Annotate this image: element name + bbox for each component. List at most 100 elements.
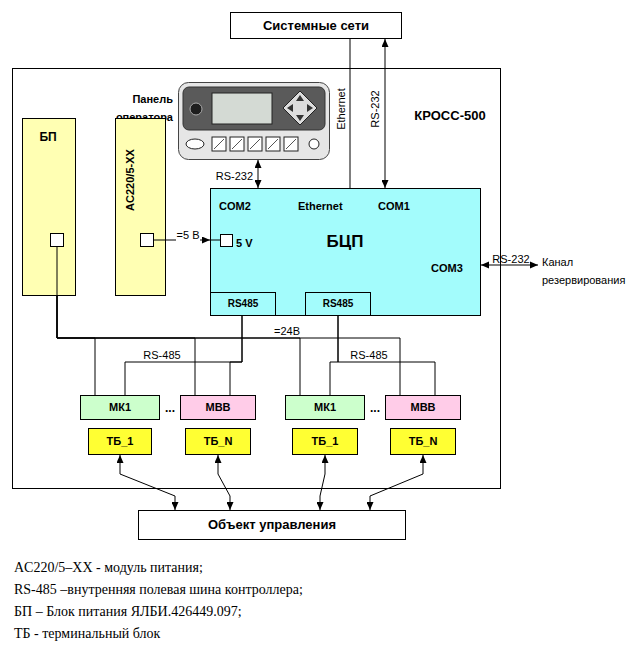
panel-key-marks <box>214 139 296 149</box>
label-slot: БП – Блок питания ЯЛБИ.426449.097; <box>14 602 614 620</box>
label-slot: ТБ - терминальный блок <box>14 624 614 642</box>
power-lead <box>57 247 58 296</box>
arrow-head <box>481 262 489 269</box>
box-label: МВВ <box>410 401 435 414</box>
terminal-block: ТБ_N <box>185 428 251 455</box>
connector-line <box>370 455 423 510</box>
connector-line <box>330 316 338 395</box>
connector-line <box>258 160 259 188</box>
edge-label-slot: =24В <box>272 321 302 339</box>
terminal-block: ТБ_1 <box>292 428 358 455</box>
rs485-port-box: RS485 <box>305 292 371 316</box>
channel-label: Канал резервирования <box>542 256 625 286</box>
box-label: МК1 <box>109 401 131 414</box>
connector-line <box>338 316 435 395</box>
terminal-block: ТБ_1 <box>88 428 152 455</box>
connector-line <box>385 39 386 188</box>
connector-line <box>57 296 95 395</box>
arrow-head <box>530 262 538 269</box>
connector-line <box>120 455 175 510</box>
text-slot: БЦП <box>300 232 390 252</box>
io-module-box: МВВ <box>180 395 256 420</box>
io-module-box: МК1 <box>285 395 365 420</box>
panel-key-round <box>309 139 319 149</box>
panel-bezel <box>183 87 325 130</box>
io-module-box: МК1 <box>80 395 160 420</box>
label-slot: RS-232 <box>486 249 536 267</box>
connector-line <box>320 455 325 510</box>
connector-line <box>125 316 242 395</box>
connector-line <box>57 296 195 395</box>
box-label: RS485 <box>228 298 259 310</box>
controller-enclosure: КРОСС-500 Панель оператораБП AC220/5-XX COM… <box>12 68 501 489</box>
text-slot: COM3 <box>431 258 463 276</box>
box-label: МК1 <box>314 401 336 414</box>
box-label: ТБ_1 <box>312 435 339 448</box>
text-slot: 5 V <box>236 233 253 251</box>
vertical-label: AC220/5-XX <box>124 149 137 211</box>
label-slot: ... <box>366 398 384 416</box>
box-label: Ethernet <box>298 200 343 212</box>
box-label: Объект управления <box>208 517 336 533</box>
note-line: БП – Блок питания ЯЛБИ.426449.097; <box>14 604 242 619</box>
cpu-block: COM2 Ethernet COM1БЦП COM3 5 V RS485 RS485 <box>210 188 481 316</box>
panel-button <box>190 103 202 115</box>
text-slot: КРОСС-500 <box>405 106 495 124</box>
box-label: COM3 <box>431 262 463 274</box>
rs485-port-box: RS485 <box>210 292 276 316</box>
dpad-arrow <box>307 104 313 112</box>
box-label: ТБ_N <box>409 435 438 448</box>
dpad-arrow <box>296 95 304 101</box>
label-slot: ... <box>161 398 179 416</box>
terminal-square <box>221 235 233 247</box>
terminal-square <box>51 234 64 247</box>
box-label: ТБ_N <box>204 435 233 448</box>
signal-name: RS-485 <box>142 349 181 361</box>
signal-name: Ethernet <box>335 87 348 131</box>
power-module-box: AC220/5-XX <box>115 118 166 296</box>
power-supply-box: БП <box>22 118 76 296</box>
box-label: ТБ_1 <box>107 435 134 448</box>
signal-name: =5 В <box>176 229 201 241</box>
text-slot: COM1 <box>378 196 410 214</box>
signal-name: RS-485 <box>349 349 388 361</box>
label-slot: RS-485 –внутренняя полевая шина контролл… <box>14 580 614 598</box>
panel-key-oval <box>186 139 204 149</box>
terminal-square <box>141 234 154 247</box>
box-label: БП <box>39 130 56 144</box>
box-label: COM2 <box>219 200 251 212</box>
edge-label-slot: RS-232 <box>198 166 254 184</box>
dpad-arrow <box>296 115 304 121</box>
box-label: БЦП <box>327 232 364 251</box>
box-label: 5 V <box>236 237 253 249</box>
note-line: RS-485 –внутренняя полевая шина контролл… <box>14 582 303 597</box>
operator-panel: Панель оператора <box>178 82 330 160</box>
control-object-box: Объект управления <box>138 510 406 540</box>
label-slot: AC220/5–XX - модуль питания; <box>14 558 614 576</box>
operator-panel-picture <box>179 83 330 160</box>
panel-dpad <box>283 91 317 125</box>
edge-label-slot: =5 В <box>167 225 209 243</box>
box-label: COM1 <box>378 200 410 212</box>
label-slot: Канал резервирования <box>542 252 632 288</box>
note-line: AC220/5–XX - модуль питания; <box>14 560 203 575</box>
dpad-arrow <box>287 104 293 112</box>
box-label: RS485 <box>323 298 354 310</box>
connector-line <box>350 39 351 188</box>
text-slot: БП <box>22 127 74 145</box>
signal-name: RS-232 <box>215 170 254 182</box>
box-label: Системные сети <box>263 18 369 34</box>
signal-name: RS-232 <box>369 89 382 128</box>
box-label: МВВ <box>205 401 230 414</box>
signal-name: RS-232 <box>492 253 529 265</box>
note-line: ТБ - терминальный блок <box>14 626 160 641</box>
box-label: КРОСС-500 <box>414 108 485 123</box>
terminal-block: ТБ_N <box>390 428 456 455</box>
text-slot: COM2 <box>219 196 251 214</box>
panel-screen <box>212 93 272 124</box>
panel-body <box>179 83 330 160</box>
